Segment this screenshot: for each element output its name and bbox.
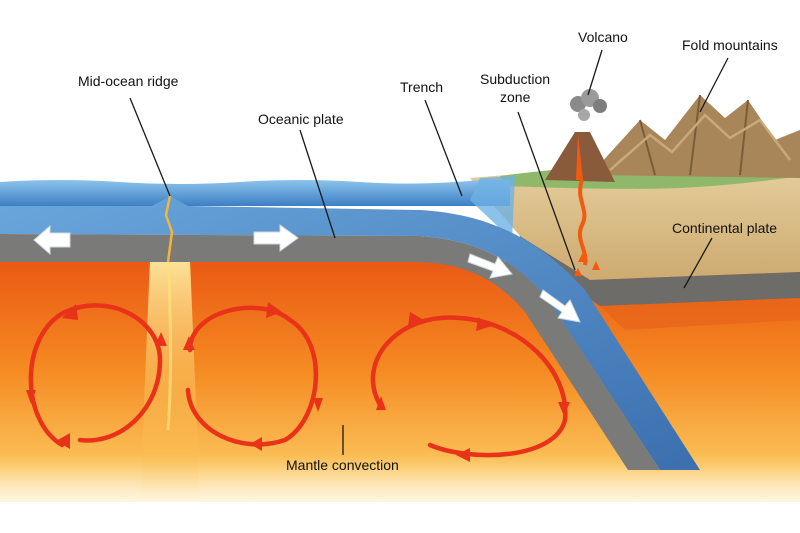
convection-arrow-icon <box>183 336 195 350</box>
plate-motion-arrow-icon <box>33 224 71 256</box>
magma-droplets <box>574 252 600 276</box>
convection-arrow-icon <box>26 390 36 404</box>
leader-oceanic-plate <box>299 129 336 239</box>
leader-volcano <box>587 49 603 96</box>
continental-lithosphere <box>515 236 800 306</box>
plate-motion-arrow-icon <box>467 253 513 279</box>
convection-arrow-icon <box>456 448 470 462</box>
label-subduction-zone-line1: Subduction <box>480 71 550 87</box>
convection-arrow-icon <box>408 312 424 326</box>
volcano-smoke-icon <box>570 89 607 121</box>
leader-trench <box>424 99 463 197</box>
ridge-crack <box>164 195 174 263</box>
label-continental-plate: Continental plate <box>672 220 777 236</box>
convection-arrow-icon <box>376 396 386 410</box>
convection-cell-right <box>370 312 570 462</box>
leader-subduction-zone <box>517 111 576 271</box>
label-fold-mountains: Fold mountains <box>682 37 778 53</box>
ocean-water <box>0 180 510 206</box>
continental-underside <box>600 298 800 330</box>
convection-cell-left <box>26 303 167 449</box>
convection-arrow-icon <box>62 304 78 320</box>
volcano-lava <box>576 134 583 180</box>
convection-cell-middle <box>183 302 323 451</box>
plate-motion-arrow-icon <box>253 224 299 252</box>
label-mid-ocean-ridge: Mid-ocean ridge <box>78 73 179 89</box>
label-mantle-convection: Mantle convection <box>286 457 399 473</box>
trench-water <box>470 176 515 240</box>
leader-mid-ocean-ridge <box>129 97 171 197</box>
plate-motion-arrow-icon <box>539 289 581 323</box>
convection-arrow-icon <box>155 332 167 346</box>
convection-arrow-icon <box>250 437 262 451</box>
label-oceanic-plate: Oceanic plate <box>258 111 344 127</box>
convection-arrow-icon <box>313 398 323 412</box>
convection-arrow-icon <box>266 302 282 318</box>
convection-arrow-icon <box>56 433 70 449</box>
label-volcano: Volcano <box>578 29 628 45</box>
leader-continental-plate <box>683 237 713 289</box>
convection-arrow-icon <box>476 317 492 331</box>
convection-arrow-icon <box>558 402 570 416</box>
oceanic-plate <box>0 196 700 470</box>
leader-fold-mountains <box>699 57 729 113</box>
oceanic-lithosphere <box>0 234 660 470</box>
magma-conduit <box>577 179 588 266</box>
label-trench: Trench <box>400 79 443 95</box>
label-subduction-zone-line2: zone <box>500 89 531 105</box>
